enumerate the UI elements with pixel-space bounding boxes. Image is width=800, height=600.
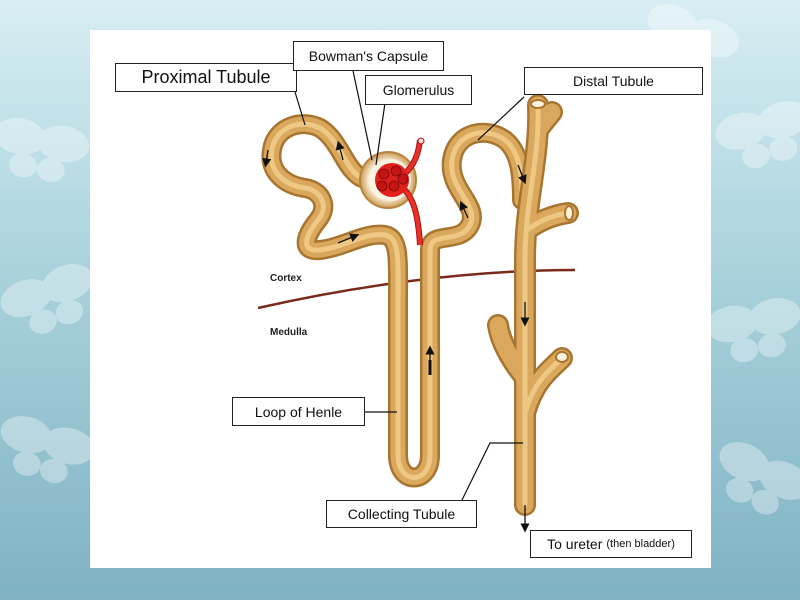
label-loop-of-henle: Loop of Henle [232, 397, 365, 426]
butterfly-icon [0, 416, 95, 484]
leader-line-glomerulus [375, 102, 386, 166]
zone-label-medulla: Medulla [270, 327, 308, 338]
to-ureter-text: To ureter [547, 536, 603, 552]
butterfly-icon [0, 118, 90, 183]
label-to-ureter: To ureter (then bladder) [530, 530, 692, 558]
leader-line-collecting [461, 442, 523, 501]
label-proximal-tubule: Proximal Tubule [115, 63, 297, 92]
label-distal-tubule: Distal Tubule [524, 67, 703, 95]
collecting-tubule [487, 94, 579, 516]
leader-line-distal [477, 96, 525, 141]
leader-line-bowman [351, 65, 373, 161]
glomerulus [375, 137, 425, 246]
to-ureter-note: (then bladder) [606, 538, 675, 550]
flow-arrow-icon [337, 233, 360, 244]
butterfly-icon [719, 441, 800, 515]
flow-arrow-icon [459, 200, 469, 219]
label-bowmans-capsule: Bowman's Capsule [293, 41, 444, 71]
flow-arrow-icon [335, 140, 345, 161]
flow-arrow-icon [262, 149, 272, 168]
butterfly-icon [705, 298, 800, 363]
butterfly-icon [0, 263, 93, 334]
zone-label-cortex: Cortex [270, 273, 302, 284]
flow-arrow-icon [517, 164, 527, 185]
flow-arrow-tail [428, 360, 432, 375]
label-collecting-tubule: Collecting Tubule [326, 500, 477, 528]
butterfly-icon [715, 101, 800, 169]
label-glomerulus: Glomerulus [365, 75, 472, 105]
